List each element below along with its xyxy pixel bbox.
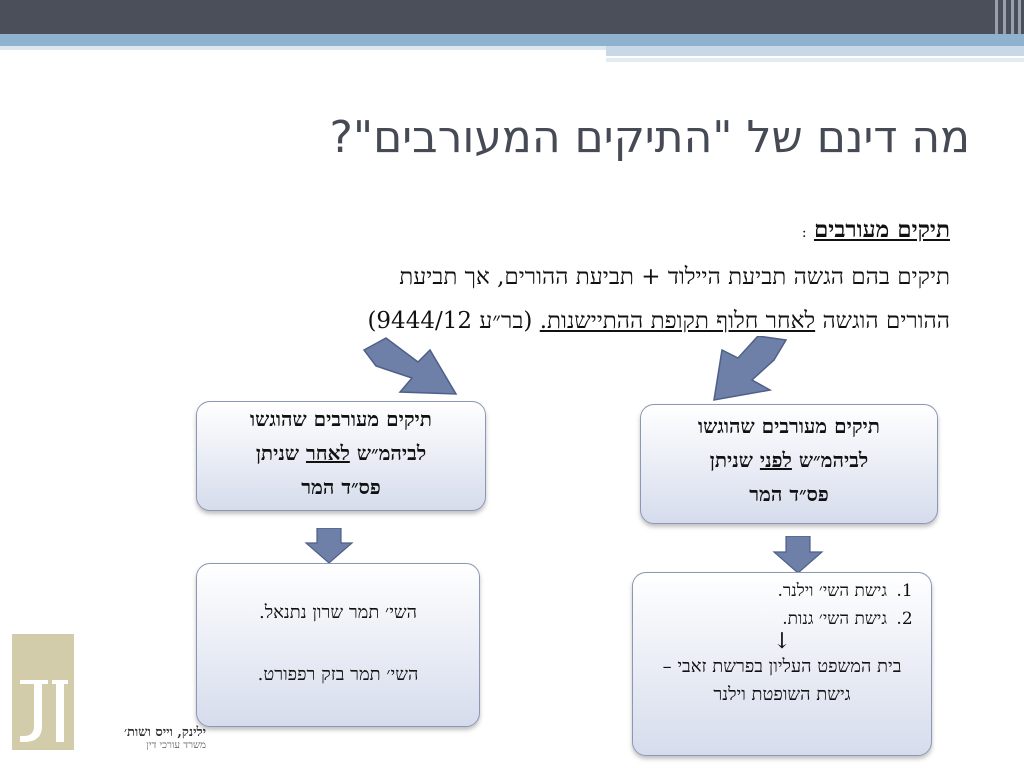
box-after-given: שניתן (255, 441, 300, 465)
down-arrow-icon: ↓ (772, 629, 792, 654)
arrow-to-left-box (362, 337, 458, 395)
top-band-right-thin (606, 58, 1024, 62)
down-arrow-left (304, 528, 354, 564)
intro-text: תיקים מעורבים : תיקים בהם הגשה תביעת היי… (130, 208, 950, 343)
box-approaches: גישת השי׳ וילנר. גישת השי׳ גנות. ↓ בית ה… (632, 572, 932, 756)
intro-heading-line: תיקים מעורבים : (130, 208, 950, 255)
box-judges: השי׳ תמר שרון נתנאל. השי׳ תמר בזק רפפורט… (196, 563, 480, 727)
top-band (0, 34, 1024, 46)
box-after-line-3: פס״ד המר (301, 475, 381, 499)
intro-line-2-underlined: לאחר חלוף תקופת ההתיישנות. (539, 308, 816, 334)
box-before-line-3: פס״ד המר (749, 482, 829, 506)
box-after-line-2: לביהמ״ש לאחר שניתן (197, 436, 485, 470)
arrow-to-right-box (713, 336, 788, 401)
top-band-right (606, 46, 1024, 56)
approach-item: גישת השי׳ גנות. (633, 605, 891, 633)
judge-name-1: השי׳ תמר שרון נתנאל. (258, 602, 418, 623)
box-before-emphasis: לפני (759, 448, 792, 472)
top-band-thin (0, 46, 606, 50)
slide-title: מה דינם של "התיקים המעורבים"? (329, 112, 971, 163)
intro-line-2: ההורים הוגשה לאחר חלוף תקופת ההתיישנות. … (130, 299, 950, 343)
judge-name-2: השי׳ תמר בזק רפפורט. (257, 664, 419, 685)
approach-item: גישת השי׳ וילנר. (633, 577, 891, 605)
box-after-emphasis: לאחר (305, 441, 350, 465)
box-after-court: לביהמ״ש (356, 441, 427, 465)
firm-name: ילינק, וייס ושות׳ (124, 725, 206, 740)
box-after-ruling: תיקים מעורבים שהוגשו לביהמ״ש לאחר שניתן … (196, 401, 486, 511)
box-before-ruling: תיקים מעורבים שהוגשו לביהמ״ש לפני שניתן … (640, 404, 938, 524)
box-before-given: שניתן (709, 448, 753, 472)
supreme-court-ruling: בית המשפט העליון בפרשת זאבי – גישת השופט… (662, 656, 902, 705)
box-after-line-1: תיקים מעורבים שהוגשו (250, 407, 432, 431)
firm-subtitle: משרד עורכי דין (146, 740, 206, 751)
intro-line-1: תיקים בהם הגשה תביעת היילוד + תביעת ההור… (399, 264, 950, 290)
intro-line-2-start: ההורים הוגשה (822, 308, 950, 334)
box-before-line-2: לביהמ״ש לפני שניתן (641, 443, 937, 477)
top-bar (0, 0, 1024, 34)
intro-heading: תיקים מעורבים (813, 216, 950, 243)
intro-colon: : (801, 225, 807, 241)
intro-citation: (בר״ע 9444/12) (367, 308, 533, 334)
approaches-list: גישת השי׳ וילנר. גישת השי׳ גנות. (633, 577, 917, 633)
top-bar-stripes (984, 0, 1024, 40)
box-before-line-1: תיקים מעורבים שהוגשו (698, 414, 880, 438)
firm-logo-text: ילינק, וייס ושות׳ משרד עורכי דין (86, 726, 206, 752)
box-before-court: לביהמ״ש (798, 448, 869, 472)
firm-logo (12, 634, 74, 750)
down-arrow-right (772, 536, 824, 574)
